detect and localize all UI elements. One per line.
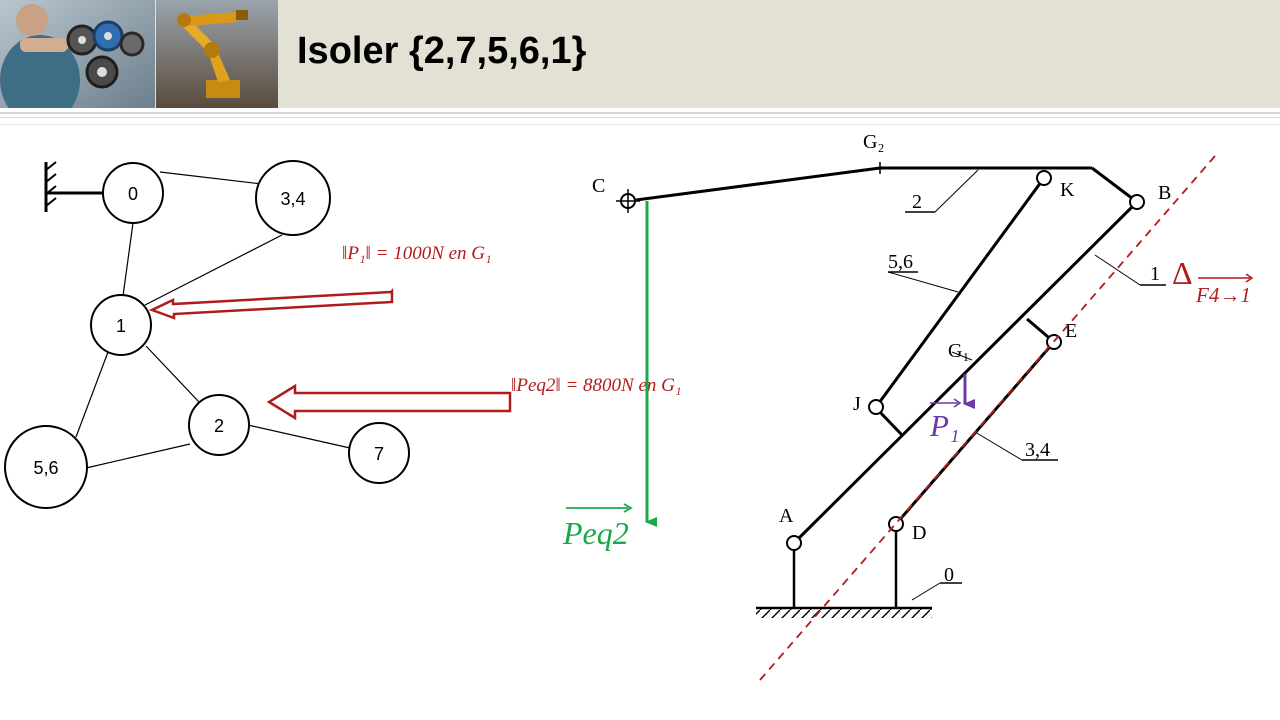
link-1 xyxy=(792,200,1139,545)
node-label-0: 0 xyxy=(128,184,138,204)
link-56 xyxy=(874,177,1046,408)
node-label-34: 3,4 xyxy=(280,189,305,209)
peq2-force-label: ‖Peq2‖ = 8800N en G₁ xyxy=(511,375,681,396)
point-label-j: J xyxy=(853,393,861,415)
delta-subscript: F4→1 xyxy=(1195,283,1251,307)
p1-force-arrow xyxy=(148,287,394,320)
edge-2-7 xyxy=(247,424,351,449)
p1-force-label: ‖P₁‖ = 1000N en G₁ xyxy=(342,243,492,264)
joint-k xyxy=(1036,170,1052,186)
part-label-56: 5,6 xyxy=(888,251,913,273)
graph-node-7: 7 xyxy=(348,422,410,484)
page-title: Isoler {2,7,5,6,1} xyxy=(297,30,587,72)
ground-hatch xyxy=(756,608,932,618)
link-2 xyxy=(627,166,881,203)
edge-1-2 xyxy=(145,345,200,403)
part-label-0: 0 xyxy=(944,564,954,586)
point-label-c: C xyxy=(592,175,605,197)
edge-2-56 xyxy=(85,443,191,469)
edge-1-56 xyxy=(75,351,109,438)
header-divider-3 xyxy=(0,124,1280,125)
part-label-34: 3,4 xyxy=(1025,439,1050,461)
person-gears-image xyxy=(0,0,155,108)
joint-j xyxy=(868,399,884,415)
node-label-7: 7 xyxy=(374,444,384,464)
point-label-g2: G₂ xyxy=(863,131,884,153)
graph-node-2: 2 xyxy=(188,394,250,456)
graph-node-56: 5,6 xyxy=(4,425,88,509)
point-label-k: K xyxy=(1060,179,1075,201)
graph-node-34: 3,4 xyxy=(255,160,331,236)
peq2-force-arrow xyxy=(266,383,512,421)
p1-vector-label: P₁ xyxy=(929,408,960,443)
graph-node-1: 1 xyxy=(90,294,152,356)
line-of-action-f41 xyxy=(759,155,1216,681)
edge-0-34 xyxy=(159,171,263,185)
liaison-graph: 0 3,4 1 2 5,6 7 xyxy=(4,160,410,509)
node-label-1: 1 xyxy=(116,316,126,336)
node-label-56: 5,6 xyxy=(33,458,58,478)
point-label-b: B xyxy=(1158,182,1171,204)
graph-node-0: 0 xyxy=(102,162,164,224)
edge-34-1 xyxy=(144,234,283,306)
header-divider-2 xyxy=(0,117,1280,118)
node-label-2: 2 xyxy=(214,416,224,436)
peq2-vector-label: Peq2 xyxy=(562,515,629,551)
point-label-a: A xyxy=(779,505,794,527)
edge-0-1 xyxy=(122,222,134,297)
joint-a xyxy=(786,535,802,551)
point-label-e: E xyxy=(1065,320,1077,342)
point-label-g1: G₁ xyxy=(948,340,969,362)
part-label-1: 1 xyxy=(1150,263,1160,285)
ground-symbol xyxy=(44,161,104,212)
robot-arm-image xyxy=(156,0,278,108)
joint-b xyxy=(1129,194,1145,210)
point-label-d: D xyxy=(912,522,926,544)
header-divider xyxy=(0,112,1280,114)
header-bar: Isoler {2,7,5,6,1} xyxy=(0,0,1280,108)
delta-symbol: Δ xyxy=(1172,255,1193,291)
part-label-2: 2 xyxy=(912,191,922,213)
